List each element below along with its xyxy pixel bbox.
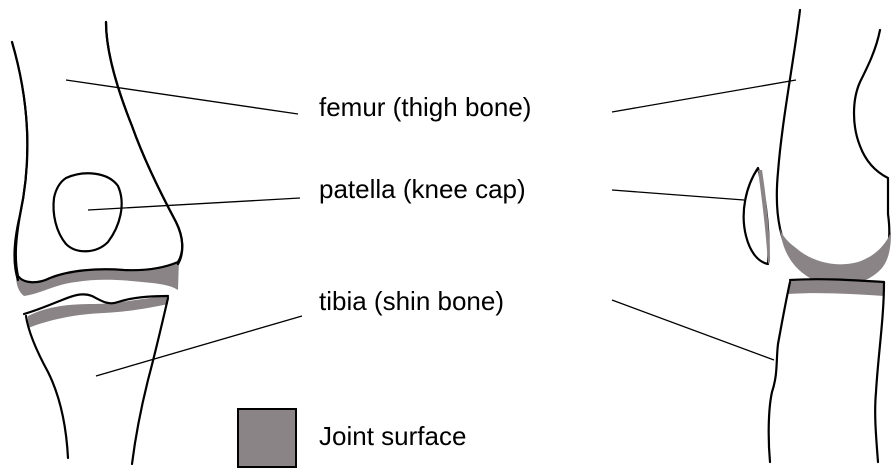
femur-label: femur (thigh bone): [319, 92, 531, 122]
side-tibia-right-edge: [875, 282, 884, 462]
side-femur: [777, 10, 890, 281]
front-tibia-right-edge: [132, 298, 168, 464]
legend-swatch: [238, 409, 296, 467]
side-view: [744, 10, 891, 462]
legend-label: Joint surface: [319, 421, 466, 451]
patella-label: patella (knee cap): [319, 174, 526, 204]
leader-tibia-side: [612, 300, 774, 360]
front-view: [12, 22, 182, 464]
front-tibia-joint-surface: [28, 296, 168, 328]
front-tibia-left-edge: [26, 316, 68, 458]
tibia-label: tibia (shin bone): [319, 286, 504, 316]
leader-femur-side: [612, 80, 796, 112]
leader-patella-side: [612, 190, 744, 200]
side-tibia-left-edge: [769, 282, 790, 462]
leader-tibia-front: [96, 316, 302, 376]
